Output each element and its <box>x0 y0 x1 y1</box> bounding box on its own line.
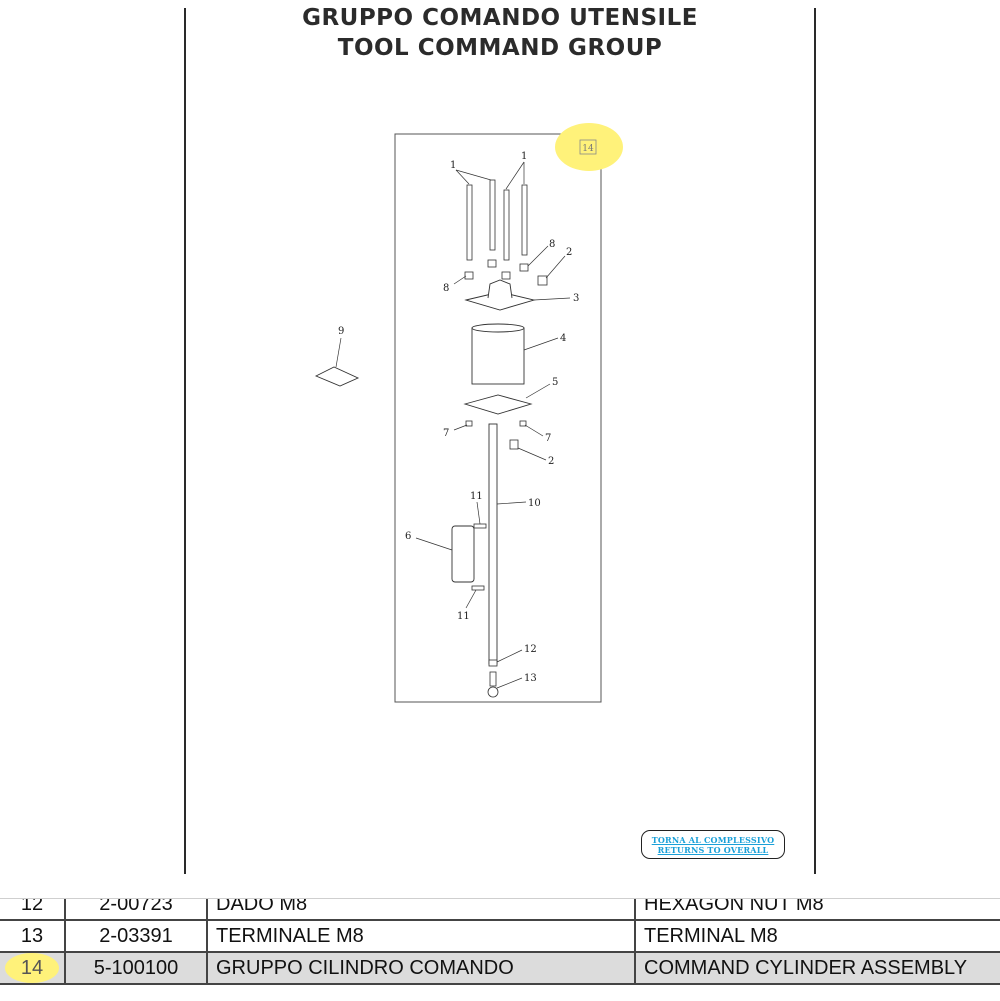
leader-8b <box>527 245 549 267</box>
page-title-italian: GRUPPO COMANDO UTENSILE <box>302 5 698 31</box>
parts-table: 12 2-00723 DADO M8 HEXAGON NUT M8 13 2-0… <box>0 899 1000 985</box>
callout-7a: 7 <box>443 428 449 439</box>
table-row[interactable]: 13 2-03391 TERMINALE M8 TERMINAL M8 <box>0 920 1000 953</box>
leader-3 <box>533 297 571 301</box>
fitting-part <box>537 275 548 286</box>
leader-8a <box>453 275 467 285</box>
callout-3: 3 <box>573 293 579 304</box>
part-code: 5-100100 <box>65 952 208 985</box>
callout-5: 5 <box>552 377 558 388</box>
part-description-italian: DADO M8 <box>207 899 636 921</box>
leader-9 <box>335 337 342 368</box>
leader-11a <box>476 501 481 525</box>
ring-11b-part <box>471 585 485 591</box>
return-link-italian[interactable]: TORNA AL COMPLESSIVO <box>651 834 775 845</box>
cylinder-part <box>471 327 525 385</box>
bottom-plate-part <box>463 394 533 415</box>
leader-10 <box>496 501 527 505</box>
group-ref-box <box>579 139 597 155</box>
part-description-english: TERMINAL M8 <box>635 920 1000 953</box>
leader-2b <box>517 447 547 461</box>
nut-7b-part <box>519 420 527 427</box>
callout-2b: 2 <box>548 456 554 467</box>
part-description-english: HEXAGON NUT M8 <box>635 899 1000 921</box>
table-row[interactable]: 12 2-00723 DADO M8 HEXAGON NUT M8 <box>0 899 1000 921</box>
nut-7a-part <box>465 420 473 427</box>
callout-13: 13 <box>524 673 537 684</box>
part-code: 2-03391 <box>65 920 208 953</box>
rod-part <box>466 179 528 261</box>
callout-6: 6 <box>405 531 411 542</box>
gasket-part <box>314 366 360 387</box>
nut-part <box>464 259 529 280</box>
part-ref: 12 <box>0 899 66 921</box>
piston-rod-part <box>488 423 498 665</box>
spacer-part <box>451 525 475 583</box>
callout-9: 9 <box>338 326 344 337</box>
part-code: 2-00723 <box>65 899 208 921</box>
callout-11b: 11 <box>457 611 470 622</box>
table-row-selected[interactable]: 14 5-100100 GRUPPO CILINDRO COMANDO COMM… <box>0 952 1000 985</box>
part-ref: 13 <box>0 920 66 953</box>
cylinder-top <box>471 323 525 333</box>
callout-1b: 1 <box>521 151 527 162</box>
page-border-right <box>814 8 816 874</box>
leader-2a <box>545 255 566 279</box>
callout-8b: 8 <box>549 239 555 250</box>
fitting-lower-part <box>509 439 519 450</box>
parts-list-panel: 12 2-00723 DADO M8 HEXAGON NUT M8 13 2-0… <box>0 898 1000 1001</box>
part-description-italian: TERMINALE M8 <box>207 920 636 953</box>
part-description-italian: GRUPPO CILINDRO COMANDO <box>207 952 636 985</box>
part-ref-highlight: 14 <box>0 952 66 985</box>
top-bracket-part <box>487 279 513 299</box>
callout-2a: 2 <box>566 247 572 258</box>
callout-10: 10 <box>528 498 541 509</box>
callout-11a: 11 <box>470 491 483 502</box>
terminal-part <box>489 671 497 687</box>
callout-1a: 1 <box>450 160 456 171</box>
part-description-english: COMMAND CYLINDER ASSEMBLY <box>635 952 1000 985</box>
group-ref-label: 14 <box>582 144 594 154</box>
leader-11b <box>465 589 477 609</box>
leader-7b <box>524 424 544 437</box>
part-ref: 14 <box>5 953 59 983</box>
diagram-frame <box>394 133 602 703</box>
terminal-eye <box>487 686 499 698</box>
exploded-parts-diagram: 14 1 1 8 8 2 <box>314 123 623 703</box>
leader-13 <box>496 677 523 689</box>
page-title-english: TOOL COMMAND GROUP <box>337 35 663 61</box>
leader-6 <box>415 537 453 551</box>
callout-8a: 8 <box>443 283 449 294</box>
callout-7b: 7 <box>545 433 551 444</box>
leader-7a <box>453 424 468 431</box>
callout-12: 12 <box>524 644 537 655</box>
callout-4: 4 <box>560 333 566 344</box>
page-border-left <box>184 8 186 874</box>
leader-12 <box>496 649 523 663</box>
rod-leader-lines <box>455 161 525 190</box>
return-link-english[interactable]: RETURNS TO OVERALL <box>657 844 769 855</box>
group-ref-highlight <box>555 123 623 171</box>
leader-4 <box>523 337 559 351</box>
nut-12-part <box>488 659 498 667</box>
return-to-overall-button[interactable]: TORNA AL COMPLESSIVO RETURNS TO OVERALL <box>641 830 785 859</box>
leader-5 <box>525 383 551 399</box>
ring-11a-part <box>473 523 487 529</box>
